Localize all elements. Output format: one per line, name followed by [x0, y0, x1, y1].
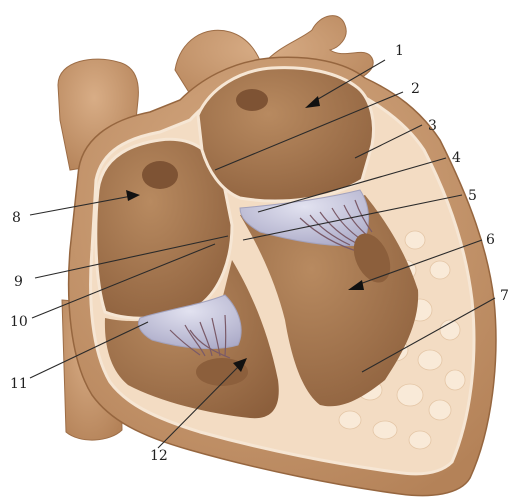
label-2: 2	[411, 81, 420, 97]
label-11: 11	[10, 376, 28, 392]
atrium-opening	[142, 161, 178, 189]
label-7: 7	[500, 288, 509, 304]
label-6: 6	[486, 232, 495, 248]
label-3: 3	[428, 118, 437, 134]
label-10: 10	[10, 314, 28, 330]
left-atrium	[198, 68, 373, 201]
label-8: 8	[12, 210, 21, 226]
label-1: 1	[395, 43, 404, 59]
label-4: 4	[452, 150, 461, 166]
label-9: 9	[14, 274, 23, 290]
pulmonary-vein-opening	[236, 89, 268, 111]
label-12: 12	[150, 448, 168, 464]
label-5: 5	[468, 188, 477, 204]
